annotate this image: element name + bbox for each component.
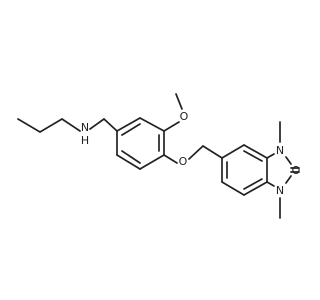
atom-label-amine-n: N bbox=[81, 121, 89, 134]
bond bbox=[139, 117, 165, 132]
atom-label-amine-h: H bbox=[81, 134, 89, 147]
bond bbox=[243, 178, 263, 190]
bond bbox=[89, 118, 105, 130]
bond bbox=[17, 118, 41, 133]
bond bbox=[139, 154, 165, 170]
bond bbox=[202, 145, 223, 159]
bond bbox=[163, 154, 178, 164]
bond bbox=[221, 144, 245, 159]
bond bbox=[243, 144, 268, 159]
bond bbox=[266, 181, 275, 187]
bond bbox=[121, 123, 141, 136]
structure-drawing: N H O O N N O bbox=[17, 93, 300, 219]
bond bbox=[116, 154, 141, 170]
bond bbox=[243, 181, 268, 196]
bond bbox=[163, 121, 180, 132]
atom-label-ring-n-lower: N bbox=[276, 184, 284, 197]
molecule-canvas: N H O O N N O bbox=[17, 93, 300, 219]
bond bbox=[39, 118, 63, 133]
bond bbox=[61, 118, 81, 132]
bond bbox=[121, 150, 141, 164]
bond bbox=[103, 118, 118, 132]
bond bbox=[266, 153, 275, 159]
bond bbox=[285, 175, 292, 184]
bond bbox=[188, 145, 204, 160]
bond bbox=[243, 150, 263, 162]
bond bbox=[285, 156, 292, 165]
atom-label-methoxy-o: O bbox=[180, 110, 189, 123]
atom-label-carbonyl-o: O bbox=[292, 164, 300, 177]
bond bbox=[175, 93, 183, 110]
bond bbox=[221, 181, 245, 196]
bond bbox=[116, 117, 141, 132]
atom-label-ether-o: O bbox=[179, 155, 188, 168]
atom-label-ring-n-upper: N bbox=[276, 144, 284, 157]
